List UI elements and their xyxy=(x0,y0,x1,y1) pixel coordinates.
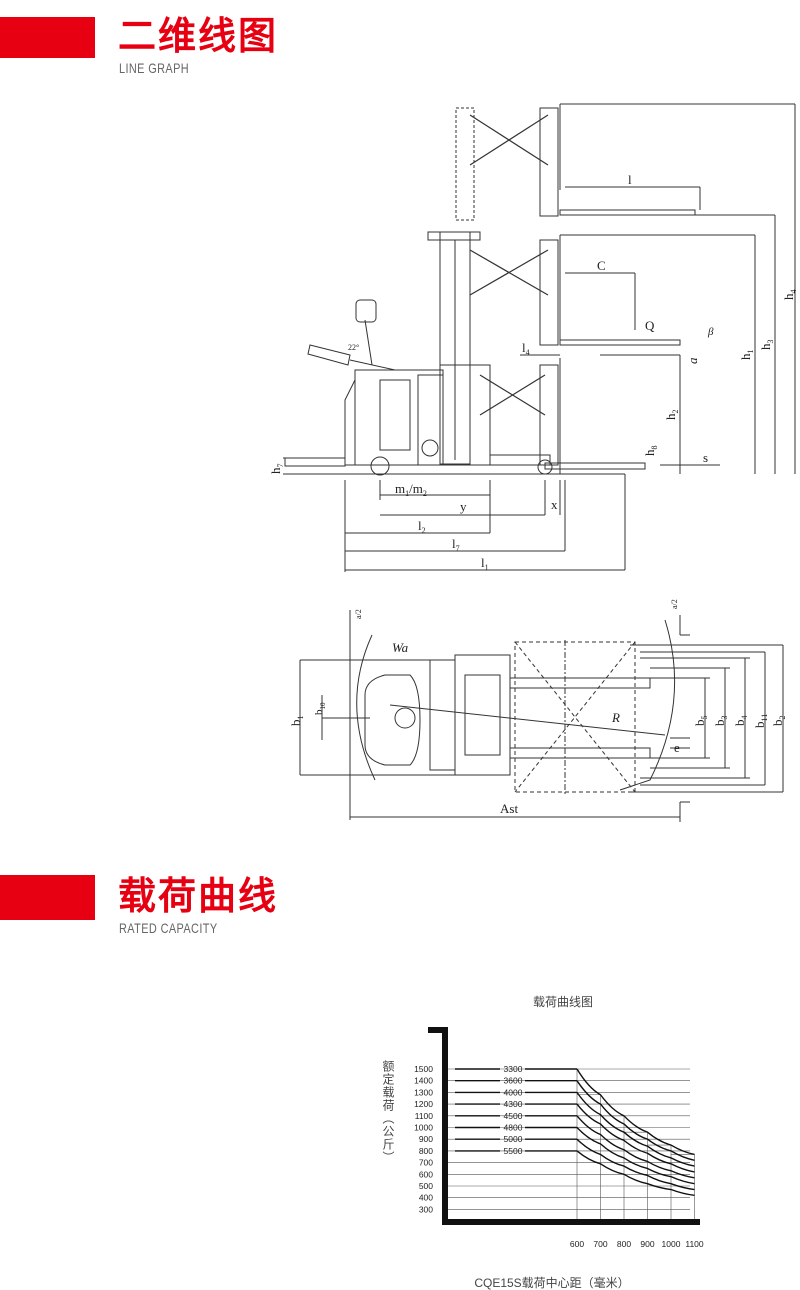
legend-label-3600: 3600 xyxy=(504,1076,523,1086)
section-bar-line-graph xyxy=(0,17,95,58)
chart-grid xyxy=(448,1068,695,1219)
legend-label-4800: 4800 xyxy=(504,1123,523,1133)
y-tick-label: 1400 xyxy=(414,1076,433,1086)
label-alpha: a xyxy=(685,357,700,364)
label-a-right: a/2 xyxy=(670,599,679,609)
label-wa: Wa xyxy=(392,640,409,655)
legend-label-4000: 4000 xyxy=(504,1087,523,1097)
y-tick-label: 1500 xyxy=(414,1064,433,1074)
label-l1: l1 xyxy=(481,555,489,572)
legend-label-3300: 3300 xyxy=(504,1064,523,1074)
label-beta: β xyxy=(707,326,714,338)
x-tick-label: 700 xyxy=(593,1239,607,1249)
y-tick-label: 1300 xyxy=(414,1087,433,1097)
label-e: e xyxy=(674,740,680,755)
label-l7: l7 xyxy=(452,536,460,553)
x-tick-label: 1000 xyxy=(662,1239,681,1249)
y-tick-label: 700 xyxy=(419,1158,433,1168)
label-y: y xyxy=(460,499,467,514)
series-curve-4300 xyxy=(576,1103,695,1173)
section-title-line-graph: 二维线图 xyxy=(118,14,279,58)
y-tick-label: 500 xyxy=(419,1181,433,1191)
series-curve-3600 xyxy=(576,1080,695,1161)
label-handle-angle: 22° xyxy=(348,343,359,352)
label-h8: h8 xyxy=(642,446,659,457)
label-b3: b3 xyxy=(712,716,729,727)
series-curve-3300 xyxy=(576,1068,695,1156)
section-subtitle-line-graph: LINE GRAPH xyxy=(119,60,190,76)
chart-xlabel: CQE15S载荷中心距（毫米） xyxy=(474,1275,629,1290)
chart-ylabel: 额定载荷（公斤） xyxy=(381,1060,395,1164)
y-tick-label: 900 xyxy=(419,1134,433,1144)
x-tick-label: 1100 xyxy=(685,1239,704,1249)
legend-label-4500: 4500 xyxy=(504,1111,523,1121)
series-curve-5500 xyxy=(576,1150,695,1197)
series-curve-4000 xyxy=(576,1091,695,1167)
label-h1: h1 xyxy=(738,350,755,361)
label-l2: l2 xyxy=(418,518,426,535)
top-view-drawing: a/2 a/2 Wa R b1 b10 b5 b3 b4 b11 b2 e As… xyxy=(288,599,787,822)
label-b5: b5 xyxy=(692,716,709,727)
label-b1: b1 xyxy=(288,716,305,727)
section-subtitle-rated-capacity: RATED CAPACITY xyxy=(119,920,218,936)
label-m1m2: m1/m2 xyxy=(395,481,427,498)
label-b10: b10 xyxy=(313,702,327,715)
label-h4: h4 xyxy=(781,290,798,301)
legend-label-5500: 5500 xyxy=(504,1146,523,1156)
legend-label-5000: 5000 xyxy=(504,1134,523,1144)
y-tick-label: 800 xyxy=(419,1146,433,1156)
chart-axis-frame xyxy=(428,1027,700,1225)
label-b11: b11 xyxy=(752,714,769,728)
label-b4: b4 xyxy=(732,716,749,727)
label-h2: h2 xyxy=(663,410,680,421)
side-view-drawing: l C Q l4 a β 22° h1 h2 h3 h4 h7 h8 s m1/… xyxy=(268,103,798,572)
label-b2: b2 xyxy=(770,716,787,727)
label-l4: l4 xyxy=(522,340,530,357)
label-x: x xyxy=(551,497,558,512)
legend-label-4300: 4300 xyxy=(504,1099,523,1109)
label-a-left: a/2 xyxy=(354,609,363,619)
label-q: Q xyxy=(645,318,655,333)
section-title-rated-capacity: 载荷曲线 xyxy=(118,874,279,918)
chart-frame xyxy=(428,1027,700,1225)
label-c: C xyxy=(597,258,606,273)
label-ast: Ast xyxy=(500,801,518,816)
label-l: l xyxy=(628,172,632,187)
chart-x-ticks: 600 700 800 900 1000 1100 xyxy=(570,1239,704,1249)
y-tick-label: 600 xyxy=(419,1169,433,1179)
label-r: R xyxy=(611,710,620,725)
chart-series xyxy=(576,1068,695,1197)
label-h7: h7 xyxy=(268,464,285,475)
y-tick-label: 1000 xyxy=(414,1123,433,1133)
section-bar-rated-capacity xyxy=(0,875,95,920)
y-tick-label: 300 xyxy=(419,1204,433,1214)
series-curve-4800 xyxy=(576,1127,695,1185)
series-curve-4500 xyxy=(576,1115,695,1179)
chart-title: 载荷曲线图 xyxy=(533,995,593,1009)
x-tick-label: 600 xyxy=(570,1239,584,1249)
y-tick-label: 400 xyxy=(419,1193,433,1203)
y-tick-label: 1200 xyxy=(414,1099,433,1109)
series-curve-5000 xyxy=(576,1138,695,1191)
x-tick-label: 800 xyxy=(617,1239,631,1249)
label-s: s xyxy=(703,450,708,465)
label-h3: h3 xyxy=(758,340,775,351)
y-tick-label: 1100 xyxy=(415,1111,434,1121)
x-tick-label: 900 xyxy=(640,1239,654,1249)
